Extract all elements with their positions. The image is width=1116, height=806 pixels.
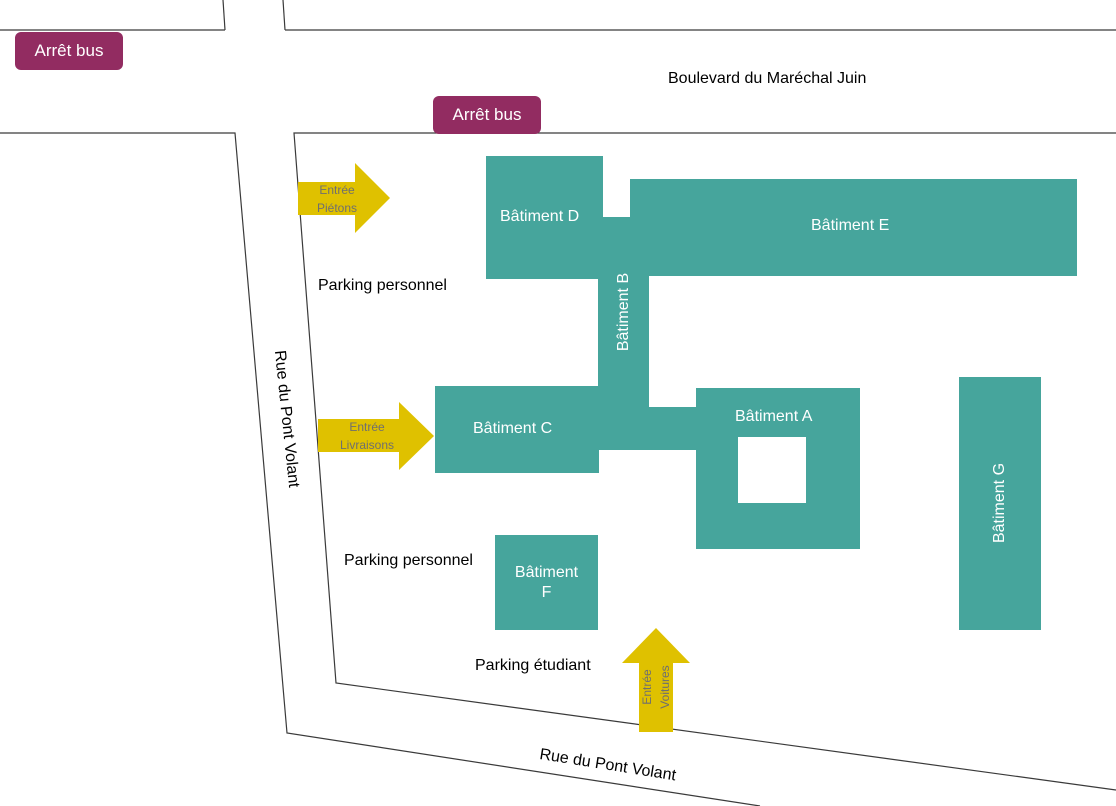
road-edge — [0, 132, 761, 806]
building-d — [486, 156, 630, 279]
entrance-pedestrians-line2: Piétons — [316, 201, 358, 215]
building-e-label: Bâtiment E — [811, 217, 890, 234]
entrance-deliveries-line1: Entrée — [349, 420, 385, 434]
entrance-cars-line1: Entrée — [640, 669, 654, 705]
parking-staff-top-label: Parking personnel — [318, 277, 447, 294]
building-c — [435, 386, 599, 473]
building-connector — [598, 407, 700, 450]
bus-stop-badge: Arrêt bus — [433, 96, 541, 134]
building-e — [630, 179, 1077, 276]
entrance-pedestrians-line1: Entrée — [319, 183, 355, 197]
building-f-label-line1: Bâtiment — [514, 564, 579, 581]
entrance-pedestrians-arrow-icon — [298, 163, 390, 233]
entrance-cars-arrow-icon — [622, 628, 690, 732]
campus-boundary — [293, 132, 1116, 791]
entrance-deliveries-line2: Livraisons — [339, 438, 395, 452]
bus-stop-badge: Arrêt bus — [15, 32, 123, 70]
road-edge — [222, 0, 226, 31]
building-a — [696, 388, 860, 549]
street-north-label: Boulevard du Maréchal Juin — [668, 70, 867, 87]
parking-staff-bottom-label: Parking personnel — [344, 552, 473, 569]
building-a-label: Bâtiment A — [735, 408, 813, 425]
building-f-label: Bâtiment F — [495, 563, 598, 603]
building-g — [959, 377, 1041, 630]
building-c-label: Bâtiment C — [473, 420, 553, 437]
building-d-label: Bâtiment D — [500, 208, 580, 225]
building-b — [598, 217, 649, 409]
building-b-label: Bâtiment B — [615, 272, 632, 352]
parking-students-label: Parking étudiant — [475, 657, 591, 674]
entrance-pedestrians-label: Entrée Piétons — [302, 181, 372, 217]
entrance-deliveries-label: Entrée Livraisons — [327, 418, 407, 454]
entrance-cars-label: Entrée Voitures — [638, 652, 674, 722]
building-f — [495, 535, 598, 630]
building-g-label: Bâtiment G — [991, 462, 1008, 544]
road-edge — [282, 0, 286, 31]
entrance-deliveries-arrow-icon — [318, 402, 434, 470]
building-f-label-line2: F — [541, 584, 552, 601]
entrance-cars-line2: Voitures — [658, 665, 672, 709]
